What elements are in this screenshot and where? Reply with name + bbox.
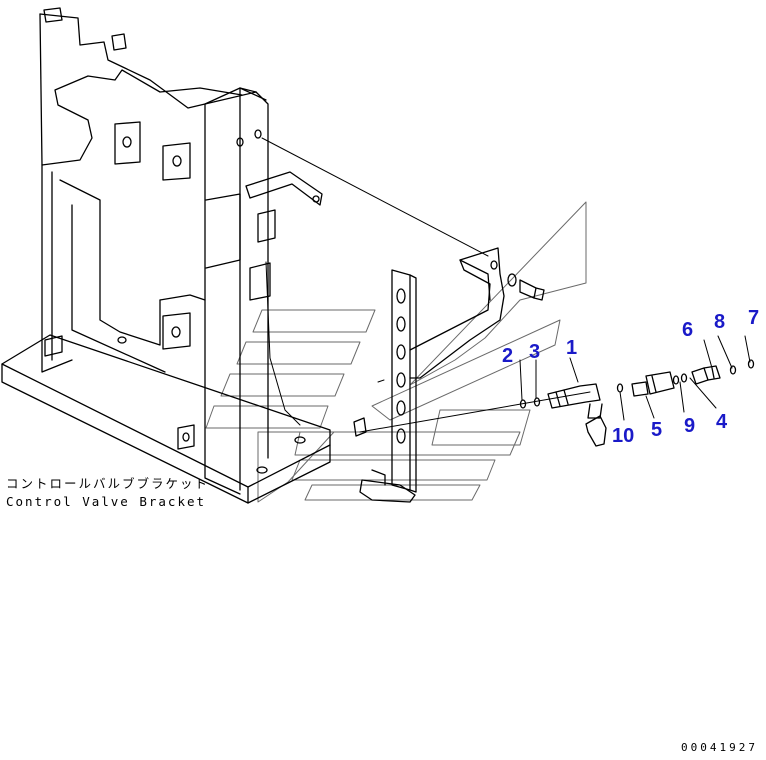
callout-1: 1 [566, 337, 577, 359]
adapter-part-6 [691, 365, 721, 385]
callout-5: 5 [651, 419, 662, 441]
bolt-and-washer [507, 273, 545, 301]
bracket-body [1, 7, 331, 504]
callout-4: 4 [716, 411, 728, 433]
fitting-part-1 [547, 383, 607, 447]
valve-part-5 [631, 371, 675, 397]
callout-10: 10 [612, 425, 634, 447]
callout-7: 7 [748, 307, 759, 329]
watermark-logo [205, 201, 587, 503]
leader-lines [261, 137, 751, 433]
callout-2: 2 [502, 345, 513, 367]
mounting-bracket [353, 247, 505, 503]
callout-3: 3 [529, 341, 540, 363]
document-number: 00041927 [681, 741, 758, 754]
bracket-holes [117, 129, 320, 474]
part-callouts: 1 2 3 4 5 6 7 8 9 10 [502, 307, 759, 447]
caption-english: Control Valve Bracket [6, 494, 207, 509]
callout-8: 8 [714, 311, 725, 333]
o-rings [519, 359, 755, 409]
caption-japanese: コントロールバルブブラケット [6, 476, 210, 491]
callout-9: 9 [684, 415, 695, 437]
callout-6: 6 [682, 319, 693, 341]
